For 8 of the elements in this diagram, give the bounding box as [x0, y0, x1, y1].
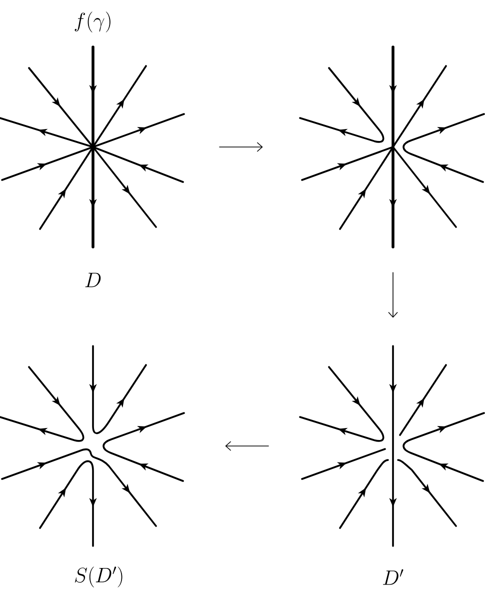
- arrow: [218, 142, 263, 152]
- math-label: $f(\gamma)$: [74, 12, 110, 32]
- arrow: [388, 272, 398, 318]
- math-label: $D$: [85, 272, 101, 288]
- arrow: [225, 441, 270, 451]
- math-label: $D'$: [383, 569, 404, 585]
- math-label: $S(D')$: [74, 566, 122, 588]
- star-diagram-drawing: [299, 46, 485, 248]
